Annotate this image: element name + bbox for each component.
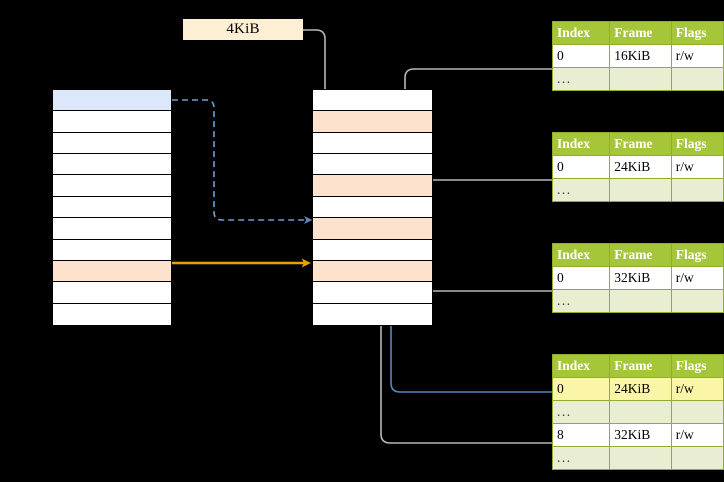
cell-flags: r/w: [670, 44, 724, 68]
column-header-frame: Frame: [609, 354, 672, 378]
cell-index: 8: [551, 423, 611, 447]
page-size-label: 4KiB: [183, 19, 303, 40]
virtual-address-space-column: [52, 89, 172, 326]
virtual-cell-row-5: [53, 196, 171, 219]
physical-cell-row-1: [313, 111, 432, 133]
cell-index: 0: [551, 155, 611, 179]
cell-flags: [670, 289, 724, 313]
column-header-flags: Flags: [670, 21, 724, 45]
cell-frame: [609, 400, 672, 424]
physical-cell-row-4: [313, 175, 432, 197]
cell-index: 0: [551, 377, 611, 401]
wire-table2-to-physical: [417, 179, 556, 224]
virtual-cell-row-0: [53, 90, 171, 112]
cell-flags: r/w: [670, 377, 724, 401]
physical-memory-column: [312, 89, 433, 326]
cell-flags: r/w: [670, 266, 724, 290]
virtual-cell-row-4: [53, 175, 171, 197]
wire-table1-to-physical: [401, 68, 556, 184]
table-row-ellipsis[interactable]: ...: [551, 67, 724, 91]
cell-index: ...: [551, 67, 611, 91]
cell-flags: [670, 67, 724, 91]
physical-cell-row-8: [313, 260, 432, 283]
table-row-ellipsis[interactable]: ...: [551, 446, 724, 470]
cell-frame: 24KiB: [609, 377, 672, 401]
virtual-cell-row-8: [53, 260, 171, 283]
table-row-ellipsis[interactable]: ...: [551, 289, 724, 313]
table-row-ellipsis[interactable]: ...: [551, 178, 724, 202]
physical-cell-row-10: [313, 303, 432, 325]
wire-table4-row0-to-physical: [387, 223, 556, 393]
column-header-flags: Flags: [670, 243, 724, 267]
column-header-index: Index: [551, 21, 611, 45]
physical-cell-row-6: [313, 218, 432, 240]
cell-flags: [670, 178, 724, 202]
column-header-flags: Flags: [670, 354, 724, 378]
physical-cell-row-3: [313, 154, 432, 176]
physical-cell-row-7: [313, 239, 432, 261]
virtual-cell-row-6: [53, 218, 171, 240]
physical-cell-row-2: [313, 132, 432, 155]
wire-table4-row8-to-physical: [377, 264, 556, 444]
virtual-cell-row-2: [53, 132, 171, 155]
cell-frame: 32KiB: [609, 423, 672, 447]
cell-index: ...: [551, 400, 611, 424]
virtual-cell-row-3: [53, 154, 171, 176]
virtual-cell-row-9: [53, 282, 171, 304]
cell-frame: 24KiB: [609, 155, 672, 179]
table-row-ellipsis[interactable]: ...: [551, 400, 724, 424]
cell-index: ...: [551, 178, 611, 202]
virtual-cell-row-10: [53, 303, 171, 325]
cell-frame: 32KiB: [609, 266, 672, 290]
cell-index: 0: [551, 44, 611, 68]
physical-cell-row-5: [313, 196, 432, 219]
virtual-cell-row-1: [53, 111, 171, 133]
cell-frame: 16KiB: [609, 44, 672, 68]
cell-index: ...: [551, 446, 611, 470]
cell-flags: [670, 446, 724, 470]
cell-frame: [609, 289, 672, 313]
physical-cell-row-0: [313, 90, 432, 112]
cell-frame: [609, 67, 672, 91]
wire-virtual-row0-to-physical: [172, 99, 313, 224]
wire-pagesize-to-frame: [300, 29, 329, 118]
cell-flags: r/w: [670, 423, 724, 447]
virtual-cell-row-7: [53, 239, 171, 261]
wire-table3-to-physical: [421, 261, 556, 292]
cell-index: ...: [551, 289, 611, 313]
cell-flags: r/w: [670, 155, 724, 179]
column-header-frame: Frame: [609, 243, 672, 267]
cell-flags: [670, 400, 724, 424]
cell-index: 0: [551, 266, 611, 290]
column-header-index: Index: [551, 132, 611, 156]
cell-frame: [609, 446, 672, 470]
physical-cell-row-9: [313, 282, 432, 304]
column-header-frame: Frame: [609, 21, 672, 45]
column-header-frame: Frame: [609, 132, 672, 156]
column-header-index: Index: [551, 354, 611, 378]
column-header-flags: Flags: [670, 132, 724, 156]
cell-frame: [609, 178, 672, 202]
column-header-index: Index: [551, 243, 611, 267]
